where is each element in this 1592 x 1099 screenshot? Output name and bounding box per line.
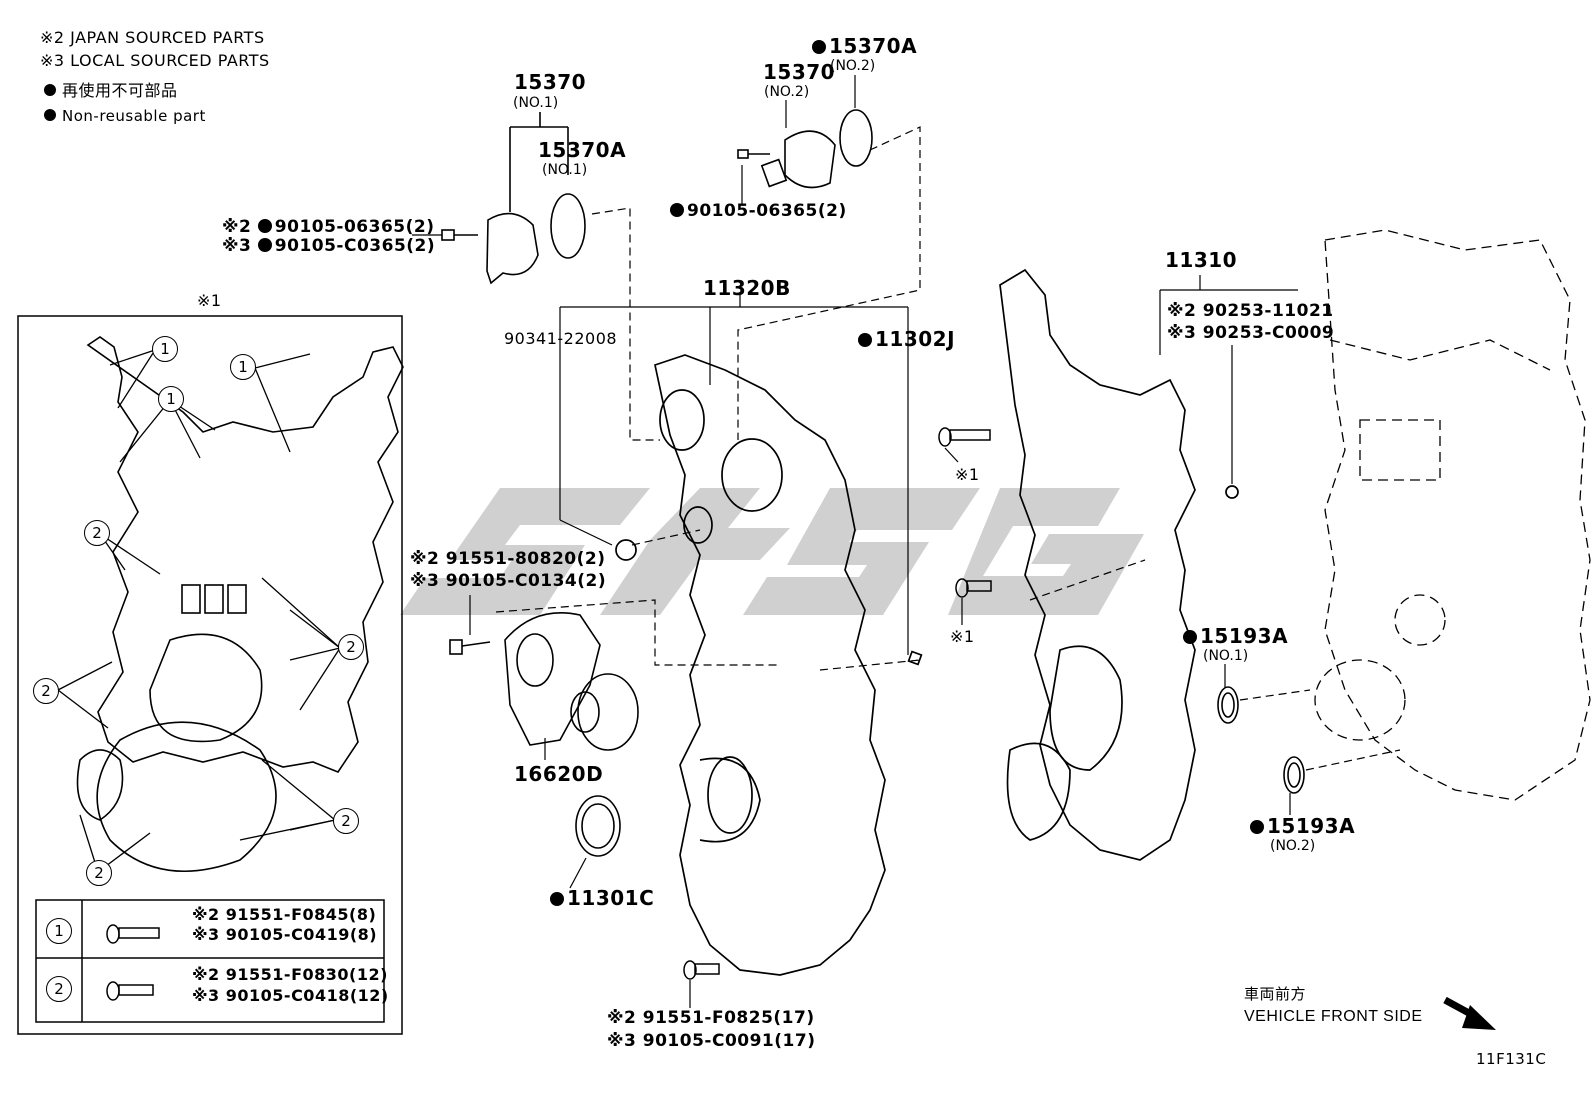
bolt-bottom <box>683 960 720 1008</box>
figure-code: 11F131C <box>1476 1050 1547 1068</box>
bolt-90105-06365-left: ※2 90105-06365(2) <box>222 217 435 237</box>
bolt-90105-c0365-left: ※3 90105-C0365(2) <box>222 236 436 256</box>
inset-timing-cover-outline <box>76 336 404 873</box>
bolt-90105-c0134: ※3 90105-C0134(2) <box>410 571 607 591</box>
callout-1: 1 <box>158 386 184 412</box>
engine-block-outline <box>1314 229 1591 801</box>
sensor-15370-no1 <box>412 112 586 285</box>
mark-1-upper: ※1 <box>955 465 980 484</box>
bolts-mark1 <box>938 427 992 625</box>
bolt-91551-f0825: ※2 91551-F0825(17) <box>607 1008 815 1028</box>
callout-2: 2 <box>333 808 359 834</box>
nonreusable-dot-icon <box>1250 820 1264 834</box>
nonreusable-dot-icon <box>670 203 684 217</box>
part-15370-no2: 15370 <box>763 60 836 84</box>
part-11302j: 11302J <box>858 329 955 349</box>
mark-1-lower: ※1 <box>950 627 975 646</box>
nonreusable-dot-icon <box>257 219 272 233</box>
nonreusable-dot-icon <box>1183 630 1197 644</box>
part-15370-no1-sub: (NO.1) <box>513 95 559 111</box>
callout-2: 2 <box>84 520 110 546</box>
legend-nonreusable-en: Non-reusable part <box>44 106 206 126</box>
legend-local-sourced: ※3 LOCAL SOURCED PARTS <box>40 51 270 70</box>
part-15370-no2-sub: (NO.2) <box>764 84 810 100</box>
table-key-2: 2 <box>46 976 72 1002</box>
table-key-1: 1 <box>46 918 72 944</box>
nonreusable-dot-icon <box>812 40 826 54</box>
part-11310: 11310 <box>1165 248 1238 272</box>
nonreusable-dot-icon <box>44 109 56 121</box>
inset-leaders <box>57 349 341 873</box>
part-15193a-no1: 15193A <box>1183 626 1288 646</box>
part-15370a-no2-sub: (NO.2) <box>830 58 876 74</box>
seal-11301c <box>569 795 621 889</box>
table-row2-line2: ※3 90105-C0418(12) <box>192 986 389 1005</box>
part-15370a-no2: 15370A <box>812 36 917 56</box>
tensioner-16620d <box>449 595 639 760</box>
sensor-15370-no2 <box>737 75 873 205</box>
bolt-90105-c0091: ※3 90105-C0091(17) <box>607 1031 816 1051</box>
inset-table-frame <box>35 899 385 1023</box>
nonreusable-dot-icon <box>257 238 272 252</box>
part-90341-22008: 90341-22008 <box>504 329 618 348</box>
timing-cover-11310 <box>999 268 1298 861</box>
vehicle-front-en: VEHICLE FRONT SIDE <box>1244 1008 1423 1025</box>
dash-leaders <box>495 126 1401 771</box>
callout-2: 2 <box>86 860 112 886</box>
legend-japan-sourced: ※2 JAPAN SOURCED PARTS <box>40 28 265 47</box>
bracket-11320b <box>559 292 909 655</box>
part-15370a-no1-sub: (NO.1) <box>542 162 588 178</box>
seals-15193a <box>1217 664 1305 815</box>
watermark-logo <box>400 488 1144 615</box>
part-15193a-no1-sub: (NO.1) <box>1203 648 1249 664</box>
vehicle-front-jp: 車両前方 <box>1244 985 1307 1003</box>
bolt-90253-11021: ※2 90253-11021 <box>1167 301 1334 321</box>
inset-frame <box>17 315 403 1035</box>
callout-1: 1 <box>230 354 256 380</box>
inset-marker: ※1 <box>197 291 222 310</box>
part-15370-no1: 15370 <box>514 70 587 94</box>
vehicle-front-arrow <box>1443 996 1496 1030</box>
part-16620d: 16620D <box>514 762 604 786</box>
callout-2: 2 <box>338 634 364 660</box>
part-11320b: 11320B <box>703 276 791 300</box>
part-15193a-no2: 15193A <box>1250 816 1355 836</box>
nonreusable-dot-icon <box>858 333 872 347</box>
inset-table-bolt-icons <box>106 924 160 1001</box>
part-11301c: 11301C <box>550 888 654 908</box>
table-row1-line1: ※2 91551-F0845(8) <box>192 905 377 924</box>
table-row1-line2: ※3 90105-C0419(8) <box>192 925 378 944</box>
bolt-90253-c0009: ※3 90253-C0009 <box>1167 323 1335 343</box>
legend-nonreusable-jp: 再使用不可部品 <box>44 81 178 101</box>
table-row2-line1: ※2 91551-F0830(12) <box>192 965 388 984</box>
bolt-91551-80820: ※2 91551-80820(2) <box>410 549 606 569</box>
bolt-90105-06365-top: 90105-06365(2) <box>670 201 847 221</box>
timing-chain-cover-11320b <box>615 354 923 976</box>
part-15370a-no1: 15370A <box>538 138 627 162</box>
part-15193a-no2-sub: (NO.2) <box>1270 838 1316 854</box>
callout-2: 2 <box>33 678 59 704</box>
nonreusable-dot-icon <box>550 892 564 906</box>
callout-1: 1 <box>152 336 178 362</box>
nonreusable-dot-icon <box>44 84 56 96</box>
